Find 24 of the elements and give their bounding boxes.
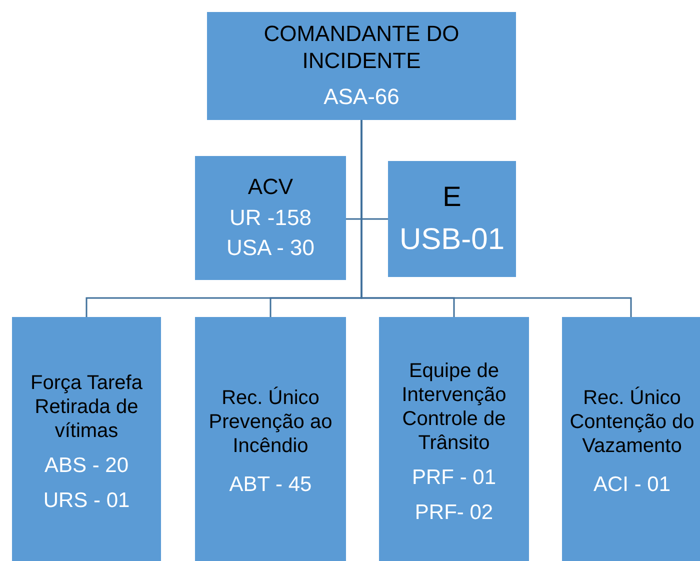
unit-title: Equipe de Intervenção Controle de Trânsito [400, 358, 508, 455]
unit-title: COMANDANTE DO INCIDENTE [262, 21, 460, 74]
org-box [12, 317, 161, 561]
unit-code: ABS - 20 [44, 452, 129, 478]
org-box [388, 161, 516, 277]
org-box [195, 317, 346, 561]
unit-code: USB-01 [399, 222, 505, 258]
unit-code: PRF- 02 [414, 500, 494, 526]
unit-title: Rec. Único Contenção do Vazamento [568, 386, 696, 458]
org-box [195, 156, 346, 280]
unit-code: PRF - 01 [412, 464, 496, 490]
unit-title: ACV [248, 174, 294, 201]
unit-code: USA - 30 [226, 235, 315, 262]
unit-title: Força Tarefa Retirada de vítimas [30, 370, 144, 443]
unit-code: URS - 01 [43, 488, 130, 514]
unit-code: ACI - 01 [593, 472, 671, 498]
org-box [562, 317, 700, 561]
unit-code: ABT - 45 [229, 472, 312, 498]
unit-code: ASA-66 [324, 84, 400, 111]
unit-title: E [442, 180, 462, 214]
unit-code: UR -158 [230, 204, 312, 232]
org-box [379, 317, 529, 561]
unit-title: Rec. Único Prevenção ao Incêndio [208, 386, 334, 458]
org-box [207, 12, 516, 120]
